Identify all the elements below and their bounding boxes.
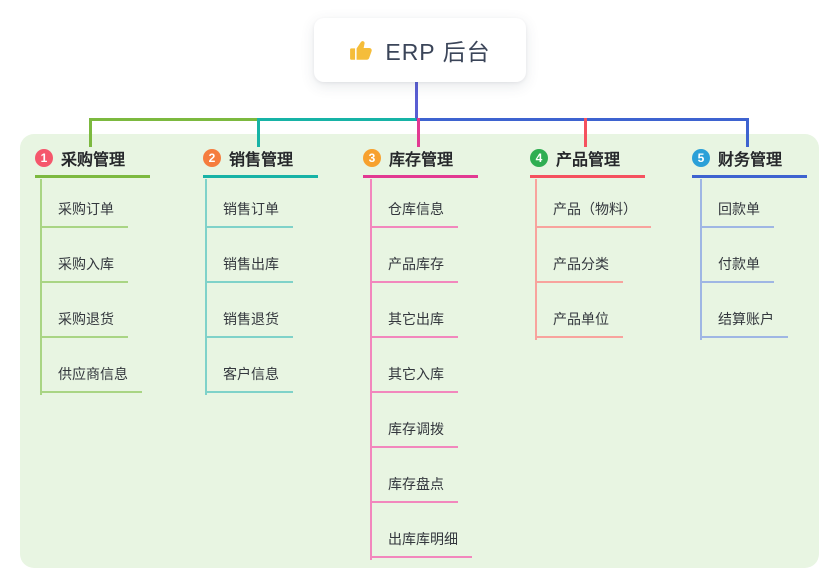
child-node-3-1[interactable]: 仓库信息 [370, 199, 458, 228]
root-node-title: ERP 后台 [385, 39, 491, 65]
branch-badge-4: 4 [530, 149, 548, 167]
branch-spine-2 [205, 179, 207, 395]
connector-bus-blue [416, 118, 749, 121]
branch-label: 销售管理 [229, 152, 294, 169]
root-node-erp[interactable]: ERP 后台 [314, 18, 526, 82]
branch-spine-4 [535, 179, 537, 340]
child-node-1-1[interactable]: 采购订单 [40, 199, 128, 228]
branch-spine-1 [40, 179, 42, 395]
branch-label: 产品管理 [556, 152, 621, 169]
child-node-2-3[interactable]: 销售退货 [205, 309, 293, 338]
connector-root-stem [415, 82, 418, 121]
branch-badge-1: 1 [35, 149, 53, 167]
branch-label: 财务管理 [718, 152, 783, 169]
connector-drop-branch-3 [416, 118, 420, 147]
branch-spine-5 [700, 179, 702, 340]
branch-node-5[interactable]: 5 财务管理 [692, 147, 807, 178]
branch-node-4[interactable]: 4 产品管理 [530, 147, 645, 178]
connector-bus-teal [256, 118, 416, 121]
child-node-2-4[interactable]: 客户信息 [205, 364, 293, 393]
branch-label: 采购管理 [61, 152, 126, 169]
child-node-5-2[interactable]: 付款单 [700, 254, 774, 283]
connector-drop-branch-2 [256, 118, 260, 147]
connector-drop-branch-1 [88, 118, 92, 147]
child-node-3-4[interactable]: 其它入库 [370, 364, 458, 393]
branch-badge-2: 2 [203, 149, 221, 167]
child-node-4-1[interactable]: 产品（物料） [535, 199, 651, 228]
child-node-3-2[interactable]: 产品库存 [370, 254, 458, 283]
child-node-2-1[interactable]: 销售订单 [205, 199, 293, 228]
child-node-1-3[interactable]: 采购退货 [40, 309, 128, 338]
branches-background-panel [20, 134, 819, 568]
connector-bus-green [88, 118, 257, 121]
child-node-1-4[interactable]: 供应商信息 [40, 364, 142, 393]
child-node-4-3[interactable]: 产品单位 [535, 309, 623, 338]
branch-badge-5: 5 [692, 149, 710, 167]
child-node-5-3[interactable]: 结算账户 [700, 309, 788, 338]
branch-badge-3: 3 [363, 149, 381, 167]
branch-node-2[interactable]: 2 销售管理 [203, 147, 318, 178]
branch-label: 库存管理 [389, 152, 454, 169]
child-node-3-5[interactable]: 库存调拨 [370, 419, 458, 448]
child-node-2-2[interactable]: 销售出库 [205, 254, 293, 283]
connector-drop-branch-4 [583, 118, 587, 147]
child-node-4-2[interactable]: 产品分类 [535, 254, 623, 283]
child-node-3-7[interactable]: 出库库明细 [370, 529, 472, 558]
branch-spine-3 [370, 179, 372, 560]
branch-node-3[interactable]: 3 库存管理 [363, 147, 478, 178]
child-node-1-2[interactable]: 采购入库 [40, 254, 128, 283]
child-node-3-3[interactable]: 其它出库 [370, 309, 458, 338]
child-node-5-1[interactable]: 回款单 [700, 199, 774, 228]
branch-node-1[interactable]: 1 采购管理 [35, 147, 150, 178]
connector-drop-branch-5 [745, 118, 749, 147]
child-node-3-6[interactable]: 库存盘点 [370, 474, 458, 503]
thumbs-up-icon [350, 41, 373, 60]
